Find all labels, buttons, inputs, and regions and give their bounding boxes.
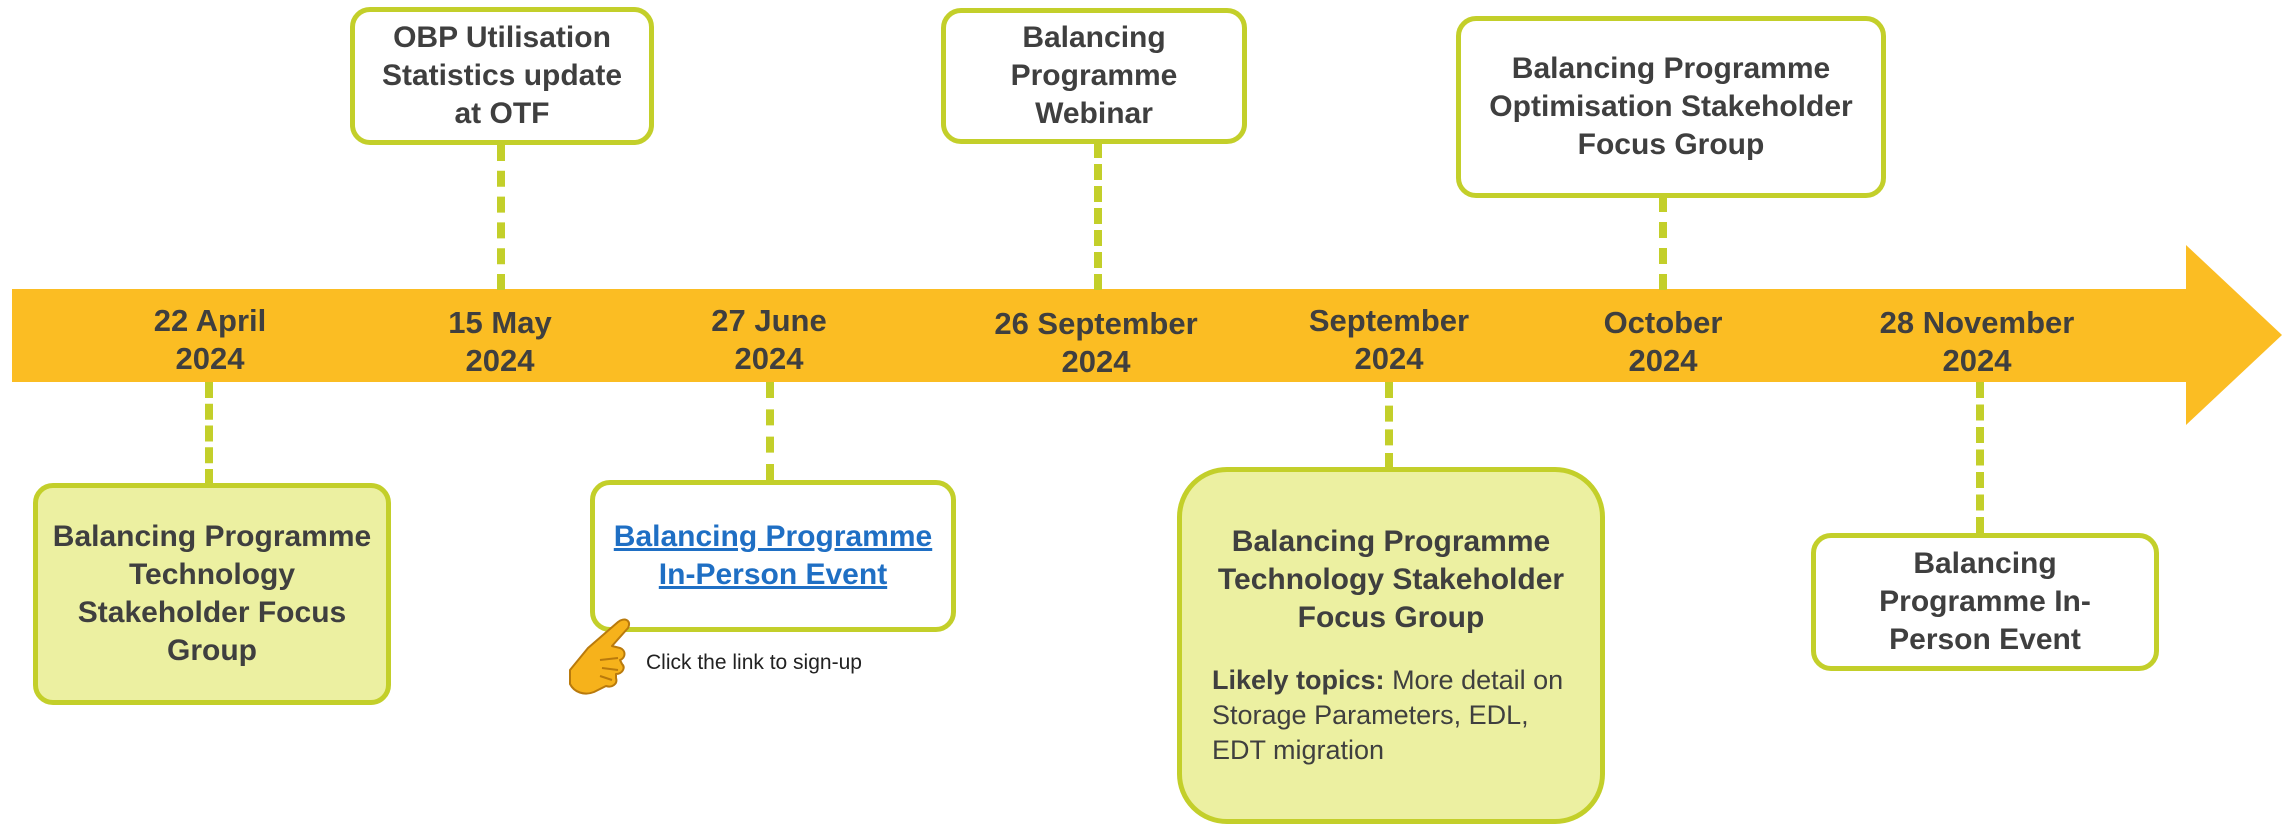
event-box-in-person-june: Balancing Programme In-Person Event: [590, 480, 956, 632]
likely-topics: Likely topics: More detail on Storage Pa…: [1212, 665, 1564, 765]
event-box-in-person-november: Balancing Programme In-Person Event: [1811, 533, 2159, 671]
event-box-webinar: Balancing Programme Webinar: [941, 8, 1247, 144]
connector-22-april: [205, 382, 213, 485]
event-title: Balancing Programme Technology Stakehold…: [52, 520, 372, 667]
event-box-obp-statistics: OBP Utilisation Statistics update at OTF: [350, 7, 654, 145]
signup-hint: Click the link to sign-up: [646, 651, 862, 674]
event-title: OBP Utilisation Statistics update at OTF: [381, 21, 623, 130]
event-title: Balancing Programme Webinar: [1010, 21, 1178, 130]
event-title: Balancing Programme Technology Stakehold…: [1217, 525, 1565, 634]
connector-28-november: [1976, 382, 1984, 533]
event-box-optimisation-focus-group: Balancing Programme Optimisation Stakeho…: [1456, 16, 1886, 198]
pointing-hand-icon: [569, 618, 630, 695]
event-title: Balancing Programme Optimisation Stakeho…: [1489, 52, 1853, 161]
connector-26-september: [1094, 142, 1102, 290]
event-box-technology-focus-group-april: Balancing Programme Technology Stakehold…: [33, 483, 391, 705]
connector-october: [1659, 196, 1667, 290]
event-title: Balancing Programme In-Person Event: [1879, 547, 2091, 656]
connector-15-may: [497, 145, 505, 290]
connector-27-june: [766, 382, 774, 480]
timeline-arrow-head: [2186, 245, 2282, 425]
in-person-event-signup-link[interactable]: Balancing Programme In-Person Event: [613, 520, 933, 591]
timeline-arrow-band: [12, 289, 2199, 382]
event-box-technology-focus-group-september: Balancing Programme Technology Stakehold…: [1177, 467, 1605, 824]
connector-september: [1385, 382, 1393, 469]
